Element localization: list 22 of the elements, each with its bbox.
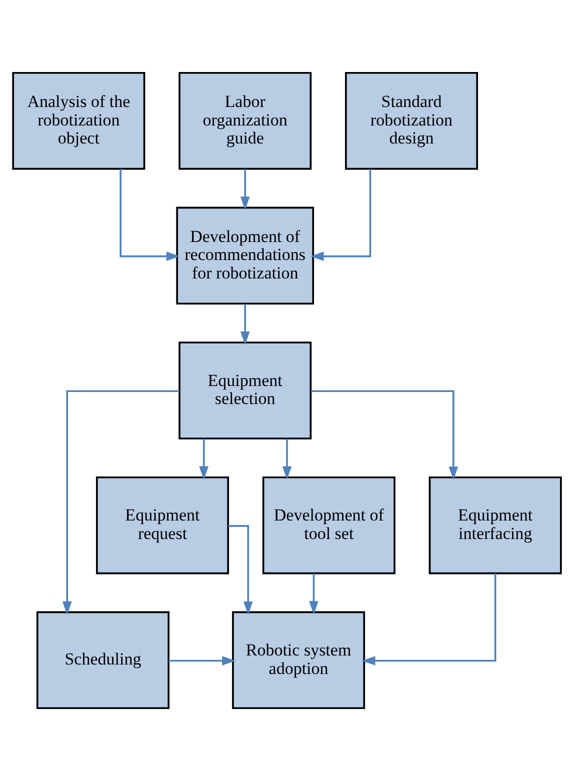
arrow: [228, 524, 253, 614]
arrow: [311, 390, 458, 480]
node-box: Equipment selection: [178, 341, 312, 439]
node-box: Development of recommendations for robotization: [176, 206, 314, 304]
arrow: [199, 438, 208, 480]
node-box: Equipment request: [96, 476, 229, 574]
arrow: [310, 168, 372, 260]
node-box: Robotic system adoption: [232, 610, 366, 709]
node-box: Scheduling: [36, 610, 170, 709]
arrow: [62, 390, 180, 614]
arrow: [309, 573, 318, 614]
arrow: [240, 303, 250, 344]
node-box: Equipment interfacing: [428, 476, 562, 574]
arrow: [362, 572, 496, 665]
arrow: [240, 168, 250, 210]
node-box: Labor organization guide: [178, 71, 312, 170]
arrow: [168, 656, 236, 665]
node-box: Analysis of the robotization object: [12, 71, 146, 170]
node-box: Standard robotization design: [345, 71, 478, 170]
arrow: [120, 168, 180, 260]
node-box: Development of tool set: [262, 476, 396, 574]
arrow: [282, 438, 292, 480]
